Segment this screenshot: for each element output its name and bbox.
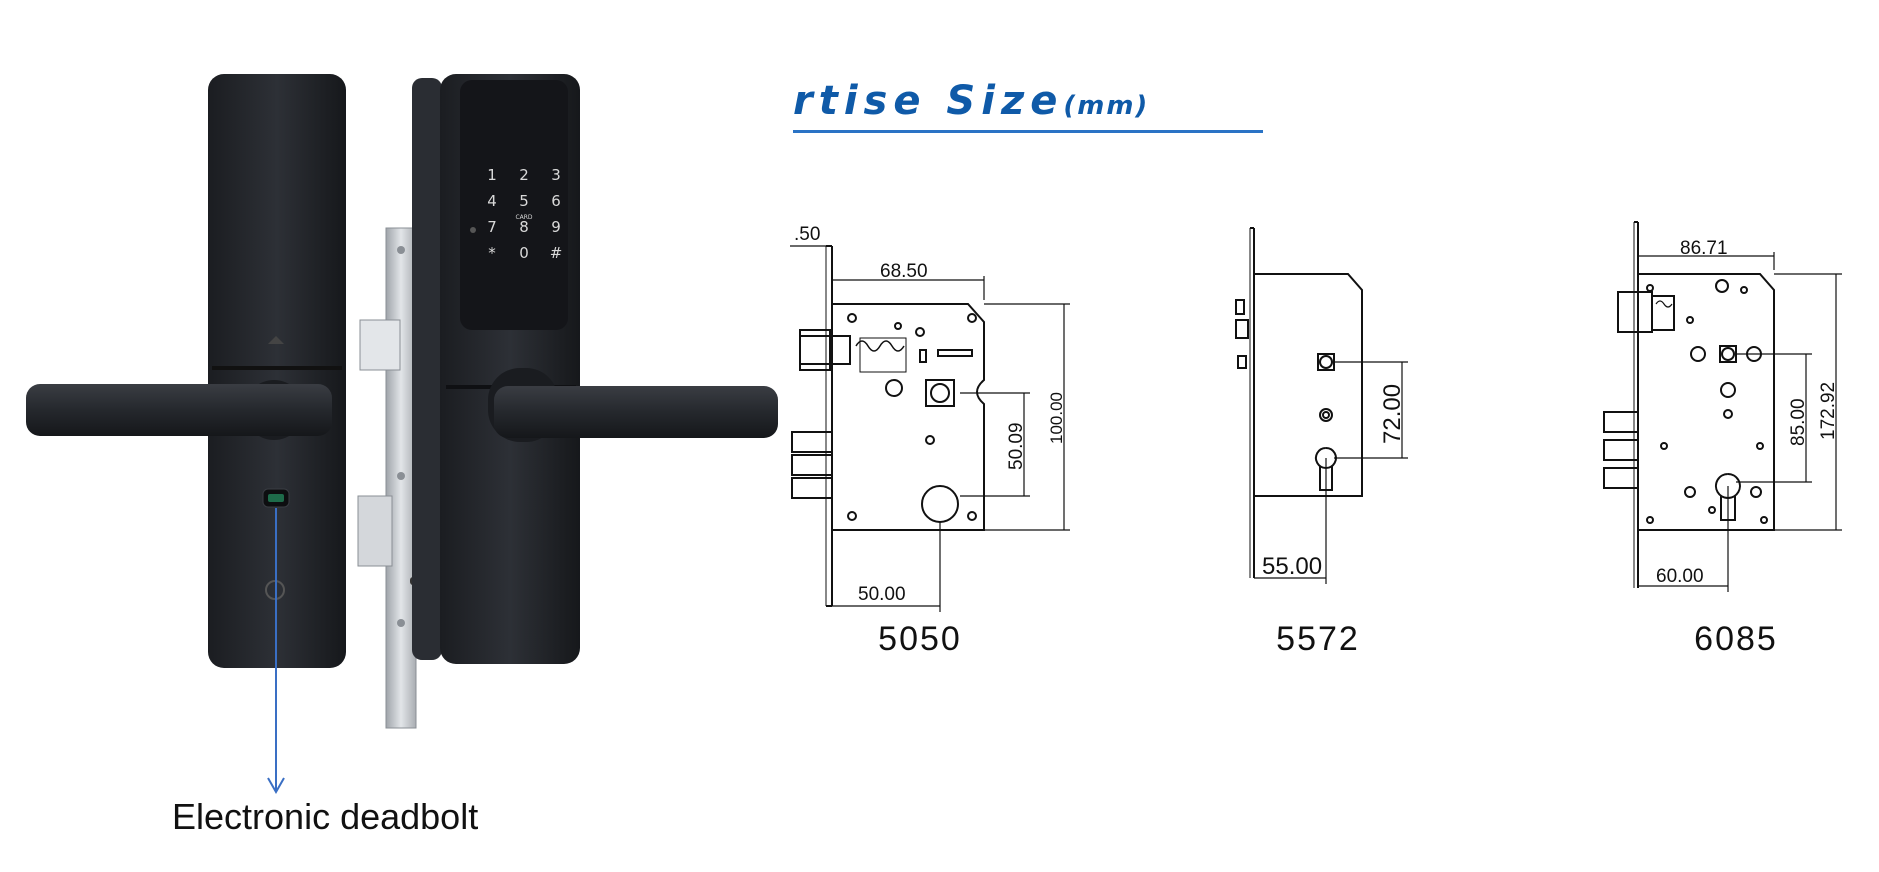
keypad-key[interactable]: 1: [487, 166, 497, 184]
front-handle: [488, 368, 778, 442]
electronic-deadbolt-label: Electronic deadbolt: [172, 796, 479, 837]
keypad-key[interactable]: 5: [519, 192, 529, 210]
keypad-key[interactable]: #: [550, 244, 563, 262]
dim-5050-height: 100.00: [1047, 392, 1066, 444]
keypad-key[interactable]: 7: [487, 218, 497, 236]
dim-6085-width: 86.71: [1680, 238, 1728, 259]
title-underline: [793, 130, 1263, 133]
dim-5572-centers: 72.00: [1379, 384, 1406, 444]
dim-5050-top: 68.50: [880, 261, 928, 282]
mortise-6085-drawing: [1603, 221, 1775, 588]
dim-5050-edge: .50: [794, 224, 820, 245]
dim-6085-height: 172.92: [1818, 382, 1839, 440]
model-label-6085: 6085: [1694, 620, 1778, 658]
mortise-5572-drawing: [1235, 227, 1363, 578]
keypad-key[interactable]: 4: [487, 192, 497, 210]
card-reader-label: CARD: [515, 214, 532, 221]
dim-6085-backset: 60.00: [1656, 566, 1704, 587]
title-text: rtise Size: [793, 78, 1064, 124]
smart-lock-illustration: 1 2 3 4 5 6 7 8 9 * 0 # CARD: [26, 74, 778, 795]
mortise-5050-drawing: [791, 245, 985, 607]
dim-5050-backset: 50.00: [858, 584, 906, 605]
keypad-key[interactable]: 6: [551, 192, 561, 210]
keypad-key[interactable]: 8: [519, 218, 529, 236]
callout-arrow: [267, 508, 285, 795]
model-label-5050: 5050: [878, 620, 962, 658]
title-unit: (mm): [1063, 91, 1150, 121]
dim-6085-centers: 85.00: [1788, 398, 1809, 446]
model-label-5572: 5572: [1276, 620, 1360, 658]
rear-handle: [26, 380, 332, 440]
mortise-5050-dimensions: [790, 245, 1070, 612]
section-title: rtise Size(mm): [793, 78, 1149, 124]
keypad-key[interactable]: 3: [551, 166, 561, 184]
dim-5572-backset: 55.00: [1262, 553, 1322, 580]
keypad-key[interactable]: 0: [519, 244, 529, 262]
keypad-key[interactable]: 9: [551, 218, 561, 236]
front-lock-body: [412, 74, 580, 664]
keypad-key[interactable]: *: [488, 244, 496, 262]
mortise-5572-dimensions: [1254, 361, 1408, 584]
mortise-6085-dimensions: [1637, 252, 1842, 592]
dim-5050-vertical-mid: 50.09: [1006, 422, 1027, 470]
keypad[interactable]: 1 2 3 4 5 6 7 8 9 * 0 # CARD: [487, 166, 562, 262]
keypad-key[interactable]: 2: [519, 166, 529, 184]
rear-lock-body: [208, 74, 346, 668]
